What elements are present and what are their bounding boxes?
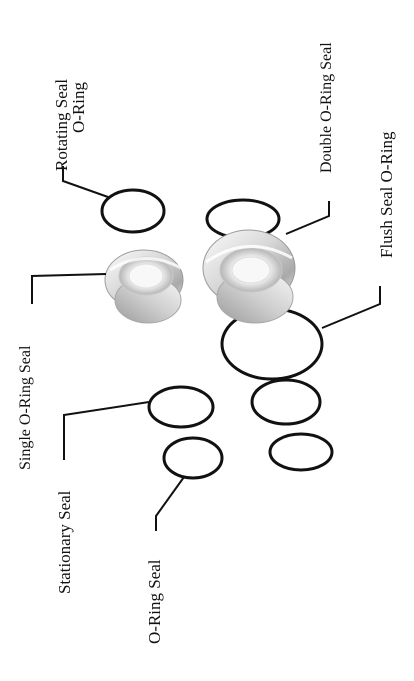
stationary-seal-o-ring — [147, 385, 215, 429]
o-ring-seal-ring-left — [162, 436, 224, 480]
label-o-ring-seal: O-Ring Seal — [145, 559, 164, 644]
double-o-ring-leader — [285, 201, 330, 235]
flush-seal-leader — [321, 286, 381, 329]
rotating-seal-o-ring — [100, 188, 166, 234]
o-ring-seal-ring-right-bottom — [268, 432, 334, 472]
single-o-ring-seal-body — [104, 249, 184, 324]
label-rotating-seal-line1: Rotating Seal — [52, 78, 71, 171]
label-rotating-seal-line2: O-Ring — [69, 82, 88, 133]
o-ring-seal-ring-right-top — [250, 378, 322, 426]
label-stationary-seal: Stationary Seal — [55, 490, 74, 594]
double-o-ring-seal-body — [202, 229, 296, 324]
rotating-seal-leader — [62, 166, 109, 198]
stationary-seal-leader — [63, 401, 150, 460]
label-double-o-ring-seal: Double O-Ring Seal — [318, 42, 335, 173]
single-o-ring-leader — [31, 273, 107, 304]
o-ring-seal-leader — [155, 476, 185, 531]
label-single-o-ring-seal: Single O-Ring Seal — [17, 345, 34, 470]
label-flush-seal-o-ring: Flush Seal O-Ring — [377, 131, 396, 258]
